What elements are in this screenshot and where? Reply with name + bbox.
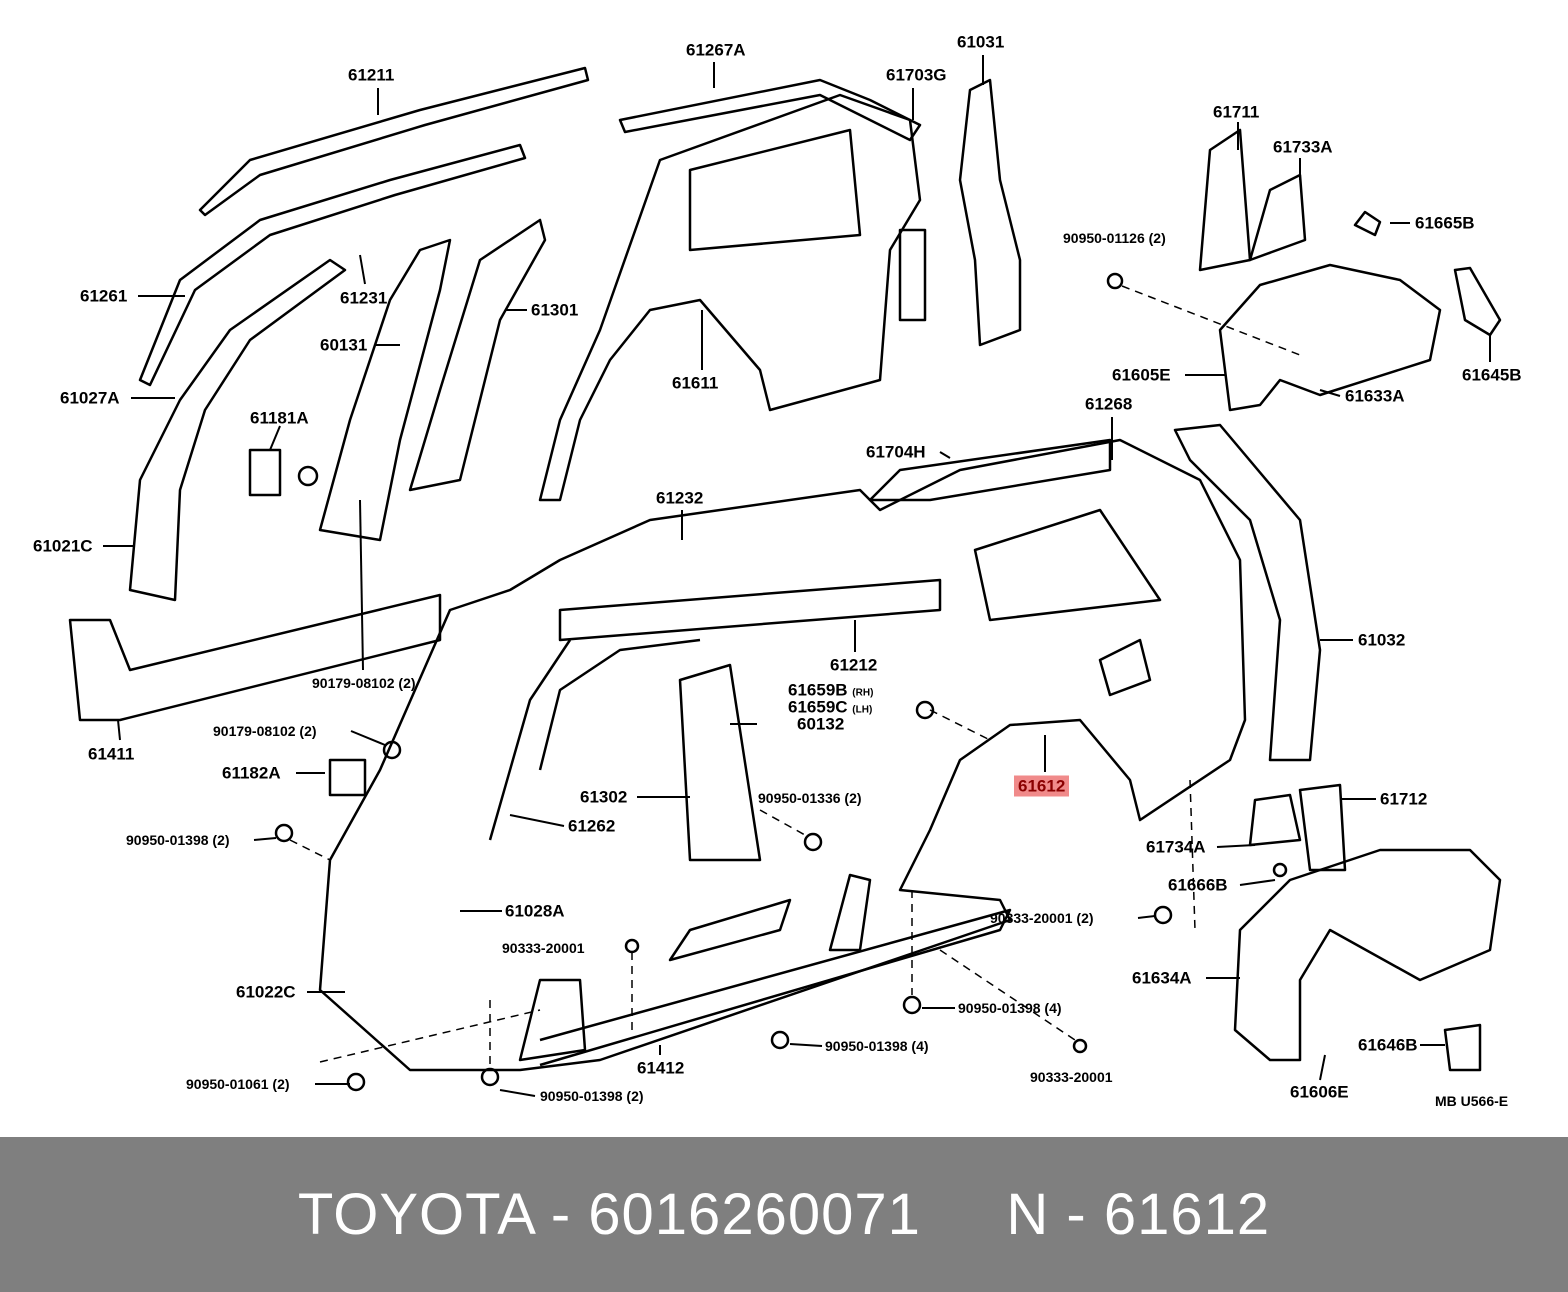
part-label[interactable]: 61262 <box>568 816 616 836</box>
part-label[interactable]: 61659B (RH) <box>788 682 873 699</box>
part-number: 61659B <box>788 680 848 700</box>
parts-diagram-drawing <box>68 55 1502 1097</box>
part-label[interactable]: 61703G <box>886 65 947 85</box>
part-label[interactable]: 61411 <box>88 744 135 764</box>
part-label[interactable]: 90950-01061 (2) <box>186 1076 290 1092</box>
part-label[interactable]: 61212 <box>830 655 878 675</box>
part-label[interactable]: 61301 <box>531 300 579 320</box>
part-label[interactable]: 90950-01398 (2) <box>540 1088 644 1104</box>
part-label[interactable]: 61412 <box>637 1058 685 1078</box>
part-label[interactable]: 61659C (LH) <box>788 699 872 716</box>
part-label[interactable]: 61646B <box>1358 1035 1418 1055</box>
part-number: 61659C <box>788 697 848 717</box>
part-label[interactable]: 61211 <box>348 65 395 85</box>
part-label[interactable]: 61182A <box>222 763 281 783</box>
highlighted-part-label[interactable]: 61612 <box>1014 775 1070 797</box>
part-label[interactable]: 61267A <box>686 40 746 60</box>
part-label[interactable]: 60132 <box>797 714 845 734</box>
part-label[interactable]: 61633A <box>1345 386 1405 406</box>
part-label[interactable]: 90333-20001 <box>1030 1069 1113 1085</box>
part-label[interactable]: 61021C <box>33 536 93 556</box>
part-label[interactable]: 61022C <box>236 982 296 1002</box>
part-label[interactable]: 90950-01336 (2) <box>758 790 862 806</box>
part-label[interactable]: 61031 <box>957 32 1005 52</box>
part-label[interactable]: 61032 <box>1358 630 1406 650</box>
part-label[interactable]: 60131 <box>320 335 368 355</box>
part-label[interactable]: 61268 <box>1085 394 1133 414</box>
part-label[interactable]: 90950-01398 (2) <box>126 832 230 848</box>
part-label[interactable]: 61028A <box>505 901 565 921</box>
part-label[interactable]: 90179-08102 (2) <box>213 723 317 739</box>
part-label[interactable]: 90333-20001 <box>502 940 585 956</box>
part-label[interactable]: 61704H <box>866 442 926 462</box>
part-label[interactable]: 61611 <box>672 373 719 393</box>
part-label[interactable]: 61605E <box>1112 365 1171 385</box>
part-label[interactable]: 61261 <box>80 286 128 306</box>
part-label[interactable]: 61302 <box>580 787 628 807</box>
footer-banner: TOYOTA - 6016260071 N - 61612 <box>0 1137 1568 1292</box>
part-label[interactable]: 90950-01398 (4) <box>958 1000 1062 1016</box>
part-label[interactable]: 61231 <box>340 288 388 308</box>
part-label[interactable]: 90950-01126 (2) <box>1063 230 1166 246</box>
side-note: (RH) <box>852 687 874 699</box>
part-label[interactable]: 61606E <box>1290 1082 1349 1102</box>
part-label[interactable]: 90333-20001 (2) <box>990 910 1094 926</box>
part-label[interactable]: 61733A <box>1273 137 1333 157</box>
part-label[interactable]: 61665B <box>1415 213 1475 233</box>
part-number-caption: TOYOTA - 6016260071 N - 61612 <box>297 1182 1271 1247</box>
part-label[interactable]: 61181A <box>250 408 309 428</box>
diagram-code: MB U566-E <box>1435 1093 1509 1109</box>
part-label[interactable]: 61027A <box>60 388 120 408</box>
part-label[interactable]: 61712 <box>1380 789 1428 809</box>
part-label[interactable]: 61232 <box>656 488 704 508</box>
part-label[interactable]: 90179-08102 (2) <box>312 675 416 691</box>
part-label[interactable]: 61634A <box>1132 968 1192 988</box>
side-note: (LH) <box>852 704 873 716</box>
part-label[interactable]: 61666B <box>1168 875 1228 895</box>
part-label[interactable]: 61711 <box>1213 102 1260 122</box>
part-label[interactable]: 90950-01398 (4) <box>825 1038 929 1054</box>
part-label[interactable]: 61734A <box>1146 837 1206 857</box>
part-label[interactable]: 61645B <box>1462 365 1522 385</box>
